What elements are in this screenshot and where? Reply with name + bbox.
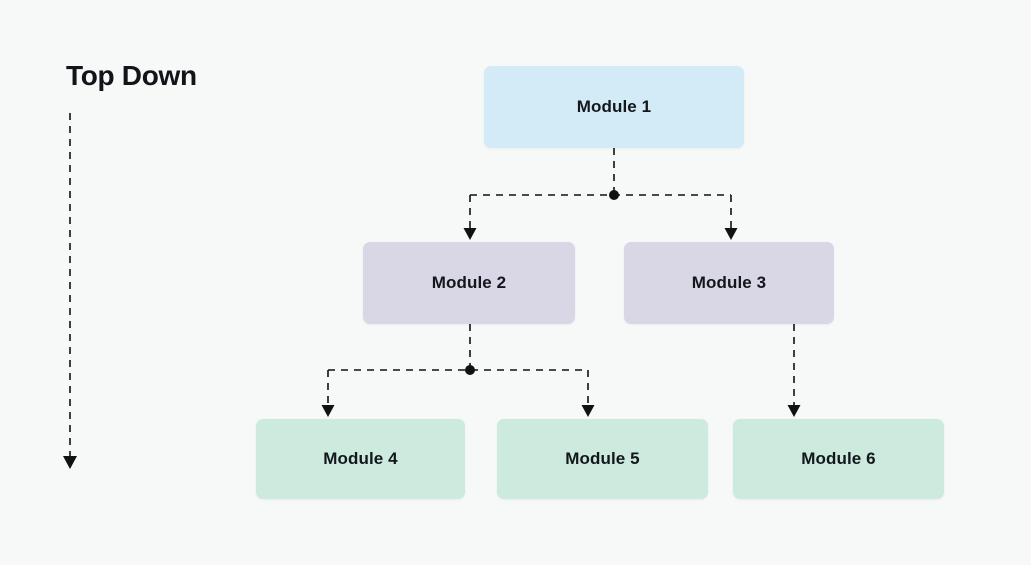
edge-module-1-to-module-3 [724, 195, 738, 240]
node-module-4[interactable]: Module 4 [256, 419, 465, 499]
node-label-module-3: Module 3 [691, 273, 767, 292]
node-module-3[interactable]: Module 3 [624, 242, 834, 324]
edge-module-2-to-module-5 [581, 370, 595, 417]
edge-module-1-to-module-2 [463, 195, 477, 240]
node-module-5[interactable]: Module 5 [497, 419, 708, 499]
node-module-2[interactable]: Module 2 [363, 242, 575, 324]
node-label-module-5: Module 5 [565, 449, 640, 468]
edge-module-3-to-module-6 [787, 324, 801, 417]
diagram-title: Top Down [66, 60, 197, 91]
node-module-1[interactable]: Module 1 [484, 66, 744, 148]
node-label-module-1: Module 1 [576, 97, 652, 116]
node-label-module-4: Module 4 [323, 449, 398, 468]
edge-module-1-to-children [470, 148, 731, 200]
edge-module-2-to-children [328, 324, 588, 375]
edge-module-2-to-module-4 [321, 370, 335, 417]
junction-dot-1 [609, 190, 619, 200]
node-module-6[interactable]: Module 6 [733, 419, 944, 499]
junction-dot-2 [465, 365, 475, 375]
node-label-module-2: Module 2 [431, 273, 507, 292]
node-label-module-6: Module 6 [801, 449, 876, 468]
top-down-direction-arrow [63, 113, 77, 469]
